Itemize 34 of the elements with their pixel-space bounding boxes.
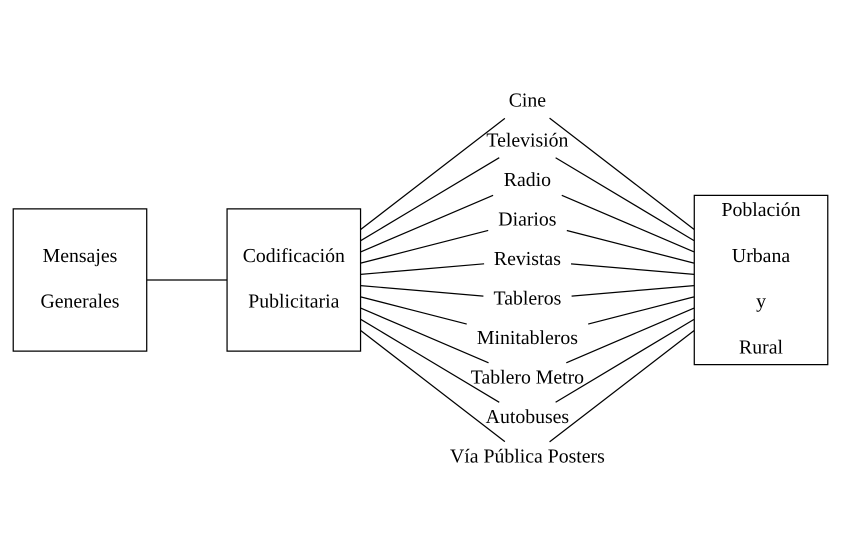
node-box: Mensajes Generales <box>12 208 148 352</box>
node-text: Diarios <box>498 208 557 230</box>
connector <box>555 318 694 403</box>
connector <box>360 318 500 403</box>
connector <box>360 285 484 297</box>
connector <box>360 296 467 325</box>
connector <box>571 263 694 275</box>
node-box: Codificación Publicitaria <box>226 208 362 352</box>
connector <box>360 263 484 275</box>
connector <box>360 330 506 442</box>
connector <box>360 230 488 264</box>
connector <box>566 230 694 264</box>
connector <box>555 157 694 242</box>
connector <box>360 157 500 242</box>
connector <box>360 118 506 230</box>
connector <box>566 308 694 364</box>
connector <box>360 194 494 252</box>
node-text: Vía Pública Posters <box>450 446 605 468</box>
connector <box>549 118 695 230</box>
node-text: Autobuses <box>486 406 570 428</box>
node-text: Televisión <box>486 129 568 152</box>
connector <box>562 194 694 252</box>
node-text: Revistas <box>494 248 561 270</box>
connector <box>572 285 694 297</box>
node-text: Minitableros <box>476 327 578 350</box>
node-text: Tablero Metro <box>470 366 584 389</box>
connector <box>146 279 227 281</box>
node-box: Población Urbana y Rural <box>694 194 828 366</box>
connector <box>549 330 695 442</box>
connector <box>588 296 694 325</box>
node-text: Cine <box>508 90 546 112</box>
node-text: Radio <box>504 168 552 191</box>
connector <box>360 308 489 364</box>
node-text: Tableros <box>494 287 562 310</box>
